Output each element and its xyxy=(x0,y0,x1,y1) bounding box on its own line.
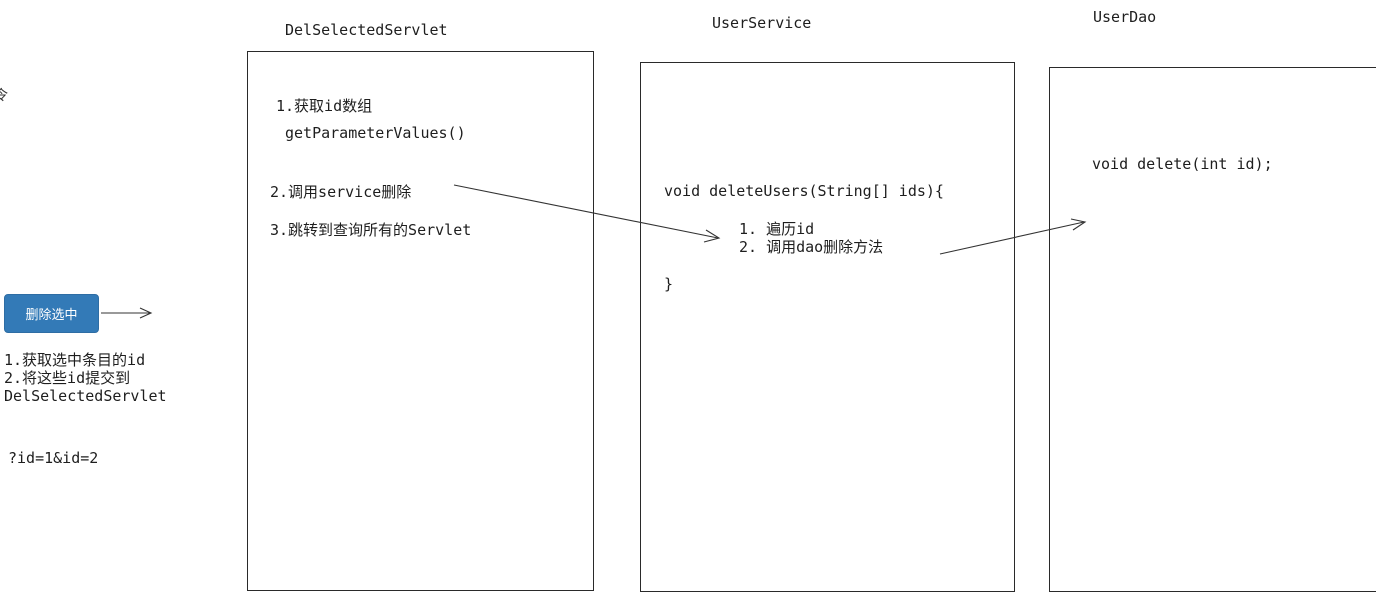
edge-glyph: 令 xyxy=(0,88,8,104)
dao-method: void delete(int id); xyxy=(1092,155,1273,173)
service-step-2: 2. 调用dao删除方法 xyxy=(739,238,884,256)
query-string: ?id=1&id=2 xyxy=(8,449,99,467)
left-step-2: 2.将这些id提交到 xyxy=(4,369,131,387)
flow-arrows xyxy=(101,184,1087,319)
dao-title: UserDao xyxy=(1093,8,1157,26)
arrow-servlet-to-service xyxy=(453,184,721,243)
dao-box xyxy=(1049,67,1376,592)
service-closing-brace: } xyxy=(664,275,674,293)
servlet-step-1-call: getParameterValues() xyxy=(285,124,466,142)
servlet-title: DelSelectedServlet xyxy=(285,21,448,39)
servlet-box xyxy=(247,51,594,591)
delete-selected-button[interactable]: 删除选中 xyxy=(4,294,99,333)
arrow-service-to-dao xyxy=(939,218,1087,255)
left-step-3: DelSelectedServlet xyxy=(4,387,167,405)
service-box xyxy=(640,62,1015,592)
servlet-step-3: 3.跳转到查询所有的Servlet xyxy=(270,221,472,239)
servlet-step-1: 1.获取id数组 xyxy=(276,97,373,115)
servlet-step-2: 2.调用service删除 xyxy=(270,183,412,201)
service-title: UserService xyxy=(712,14,812,32)
left-step-1: 1.获取选中条目的id xyxy=(4,351,146,369)
left-steps: 1.获取选中条目的id 2.将这些id提交到 DelSelectedServle… xyxy=(4,351,167,405)
service-signature: void deleteUsers(String[] ids){ xyxy=(664,182,944,200)
service-step-1: 1. 遍历id xyxy=(739,220,815,238)
service-steps: 1. 遍历id 2. 调用dao删除方法 xyxy=(739,220,883,256)
arrow-button-to-servlet xyxy=(101,307,153,319)
